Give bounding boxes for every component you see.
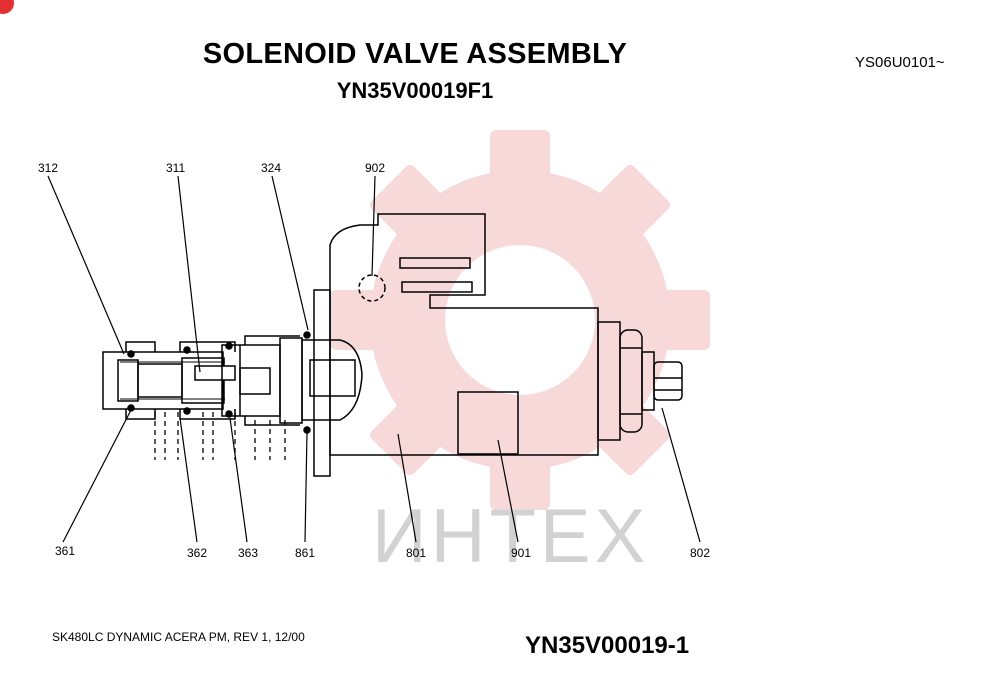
part-number-902: 902 [365, 161, 385, 175]
part-number-312: 312 [38, 161, 58, 175]
watermark-text: ИНТЕХ [372, 494, 649, 579]
part-number-361: 361 [55, 544, 75, 558]
valve-drawing [102, 213, 683, 477]
footer-reference: SK480LC DYNAMIC ACERA PM, REV 1, 12/00 [52, 630, 305, 644]
footer-part-number: YN35V00019-1 [525, 632, 690, 659]
page-title: SOLENOID VALVE ASSEMBLY [202, 38, 628, 70]
corner-badge [0, 0, 14, 14]
page-subtitle: YN35V00019F1 [336, 78, 494, 103]
part-number-801: 801 [406, 546, 426, 560]
part-number-901: 901 [511, 546, 531, 560]
part-number-324: 324 [261, 161, 281, 175]
serial-range: YS06U0101~ [855, 54, 945, 71]
leader-lines [47, 175, 701, 543]
watermark-gear-icon [330, 130, 710, 510]
part-number-311: 311 [166, 161, 185, 175]
part-number-802: 802 [690, 546, 710, 560]
part-number-363: 363 [238, 546, 258, 560]
part-number-362: 362 [187, 546, 207, 560]
part-number-861: 861 [295, 546, 315, 560]
